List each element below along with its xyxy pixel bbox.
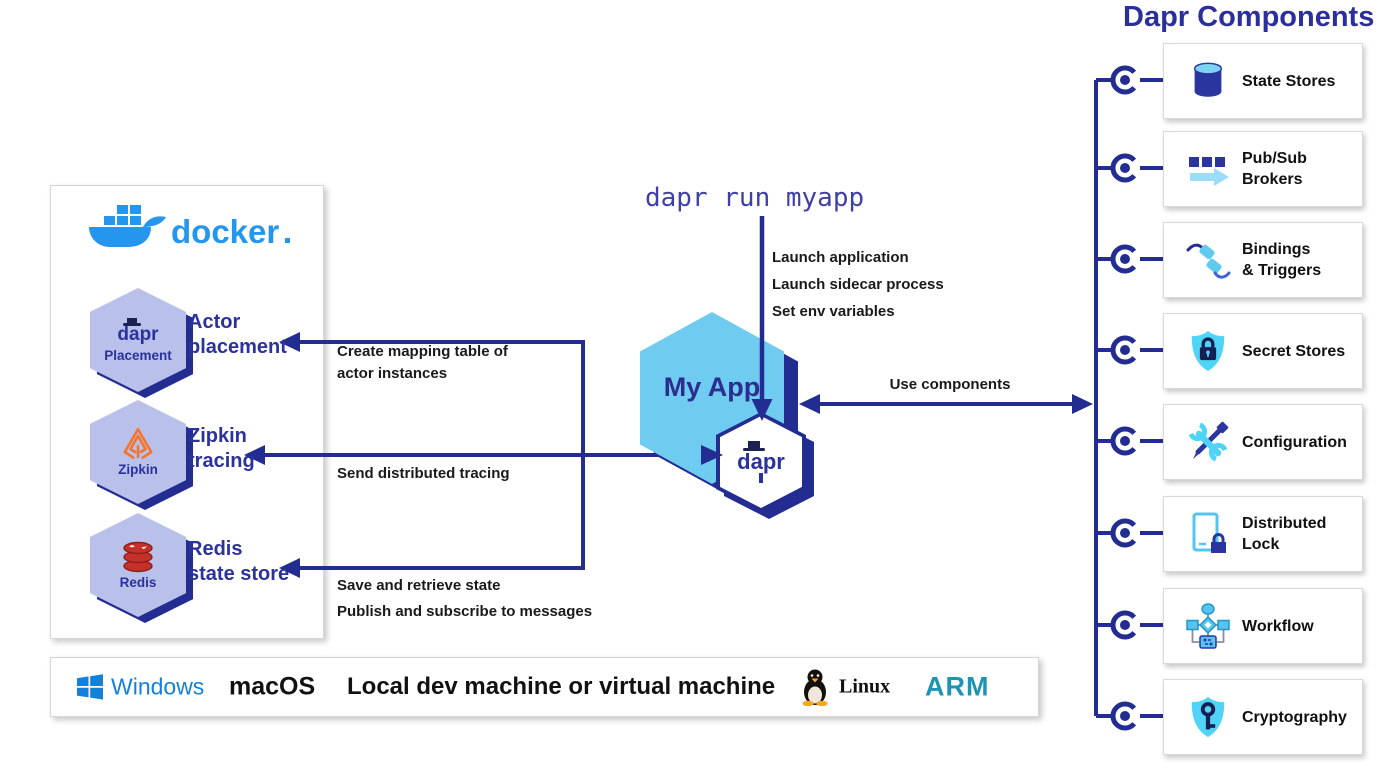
- component-label: Cryptography: [1242, 708, 1347, 726]
- component-port-rings: [1110, 65, 1137, 731]
- component-box-bindings: Bindings & Triggers: [1163, 222, 1363, 298]
- redis-state-store-label: Redis state store: [188, 538, 290, 585]
- arrowheads: [244, 332, 1093, 578]
- dapr-placement-logo: dapr: [117, 317, 159, 346]
- linux-tux-icon: [802, 669, 828, 706]
- component-label: Workflow: [1242, 617, 1314, 635]
- dapr-wordmark: dapr: [117, 323, 159, 345]
- plug-icon: [1178, 237, 1238, 283]
- database-icon: [1178, 58, 1238, 104]
- macos-label: macOS: [229, 672, 316, 701]
- placement-label: Placement: [104, 347, 172, 363]
- component-port-dots: [1120, 75, 1130, 721]
- redis-label: Redis: [119, 574, 157, 590]
- redis-icon: [123, 541, 153, 572]
- linux-label: Linux: [839, 675, 891, 698]
- component-box-cryptography: Cryptography: [1163, 679, 1363, 755]
- my-app-label: My App: [663, 372, 761, 402]
- component-label: State Stores: [1242, 72, 1336, 90]
- save-state-note: Save and retrieve state: [337, 577, 501, 594]
- component-box-pubsub: Pub/Sub Brokers: [1163, 131, 1363, 207]
- dapr-sidecar-logo: dapr: [737, 441, 785, 483]
- component-box-distributed-lock: Distributed Lock: [1163, 496, 1363, 572]
- pubsub-note: Publish and subscribe to messages: [337, 603, 593, 620]
- component-label: Configuration: [1242, 433, 1347, 451]
- actor-placement-label: Actor placement: [188, 311, 287, 358]
- zipkin-hexagon: Zipkin: [90, 400, 193, 510]
- dapr-run-command: dapr run myapp: [645, 183, 865, 213]
- component-box-state-stores: State Stores: [1163, 43, 1363, 119]
- send-tracing-note: Send distributed tracing: [337, 465, 510, 482]
- shield-key-icon: [1178, 694, 1238, 740]
- arm-label: ARM: [925, 671, 990, 702]
- create-mapping-note: Create mapping table of actor instances: [337, 343, 508, 382]
- component-label: Secret Stores: [1242, 342, 1346, 360]
- actor-placement-hexagon: dapr Placement: [90, 288, 193, 398]
- local-dev-machine-label: Local dev machine or virtual machine: [347, 673, 776, 700]
- launch-sidecar-step: Launch sidecar process: [772, 276, 944, 293]
- component-box-secret-stores: Secret Stores: [1163, 313, 1363, 389]
- dapr-hat-icon: [123, 317, 141, 326]
- dapr-tail: [759, 473, 763, 483]
- set-env-step: Set env variables: [772, 303, 895, 320]
- launch-application-step: Launch application: [772, 249, 909, 266]
- queue-arrow-icon: [1178, 148, 1238, 190]
- component-label: Bindings & Triggers: [1242, 241, 1322, 279]
- dapr-hat-icon: [743, 441, 765, 451]
- zipkin-icon: [123, 428, 153, 459]
- redis-hexagon: Redis: [90, 513, 193, 623]
- windows-label: Windows: [111, 673, 205, 700]
- zipkin-tracing-label: Zipkin tracing: [188, 425, 255, 472]
- use-components-label: Use components: [889, 376, 1011, 393]
- windows-icon: [77, 674, 103, 700]
- docker-logo-text: docker: [171, 213, 279, 250]
- component-label: Distributed Lock: [1242, 515, 1327, 553]
- zipkin-label: Zipkin: [118, 462, 158, 477]
- doc-lock-icon: [1178, 511, 1238, 557]
- component-box-configuration: Configuration: [1163, 404, 1363, 480]
- docker-logo: docker: [89, 205, 290, 250]
- shield-lock-icon: [1178, 328, 1238, 374]
- page-title: Dapr Components: [1123, 1, 1375, 33]
- tools-icon: [1178, 419, 1238, 465]
- platform-bar: Windows macOS Local dev machine or virtu…: [50, 657, 1039, 717]
- dapr-sidecar-hexagon: dapr: [716, 412, 814, 519]
- dapr-wordmark: dapr: [737, 449, 785, 474]
- component-label: Pub/Sub Brokers: [1242, 150, 1307, 188]
- flowchart-icon: [1178, 603, 1238, 649]
- component-box-workflow: Workflow: [1163, 588, 1363, 664]
